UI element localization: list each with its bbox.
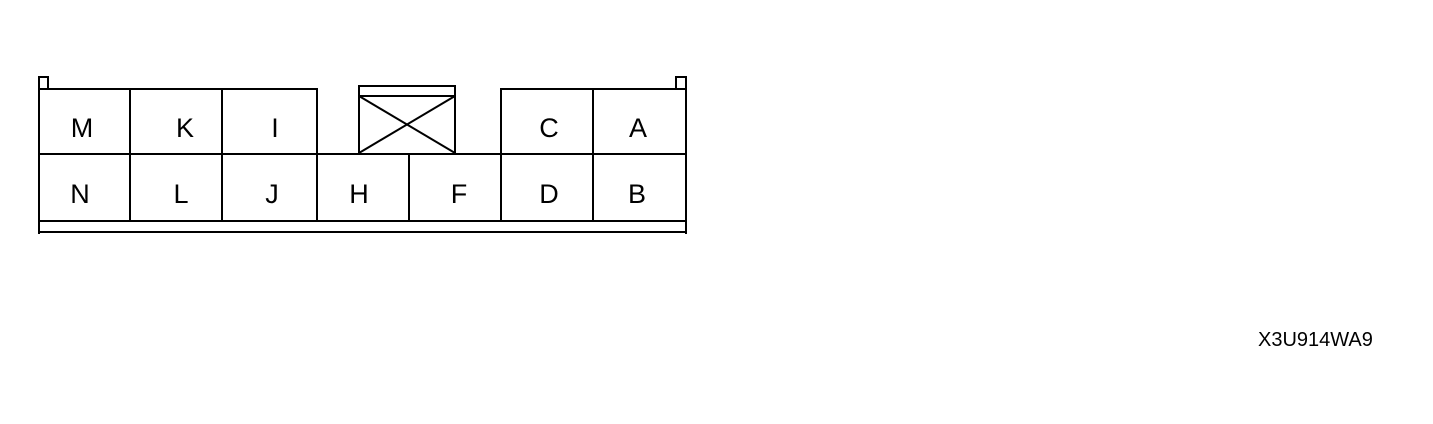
right-latch-tab xyxy=(675,76,686,78)
diagram-code: X3U914WA9 xyxy=(1258,329,1373,351)
pin-label-j: J xyxy=(265,179,279,209)
pin-label-a: A xyxy=(628,113,647,143)
left-latch-tab-top xyxy=(38,76,48,78)
pin-label-h: H xyxy=(349,179,369,209)
pin-label-m: M xyxy=(70,113,94,143)
pin-label-n: N xyxy=(70,179,90,209)
pin-label-c: C xyxy=(539,113,559,143)
cross-icon xyxy=(358,85,456,155)
pin-label-i: I xyxy=(271,113,279,143)
pin-label-k: K xyxy=(175,113,194,143)
pin-label-d: D xyxy=(539,179,559,209)
pin-label-f: F xyxy=(450,179,468,209)
pin-label-b: B xyxy=(627,179,646,209)
left-latch-tab xyxy=(38,76,40,90)
pin-label-l: L xyxy=(173,179,189,209)
blocked-cavity xyxy=(358,85,456,155)
top-left-block-top xyxy=(38,88,318,90)
row-divider xyxy=(38,153,687,155)
